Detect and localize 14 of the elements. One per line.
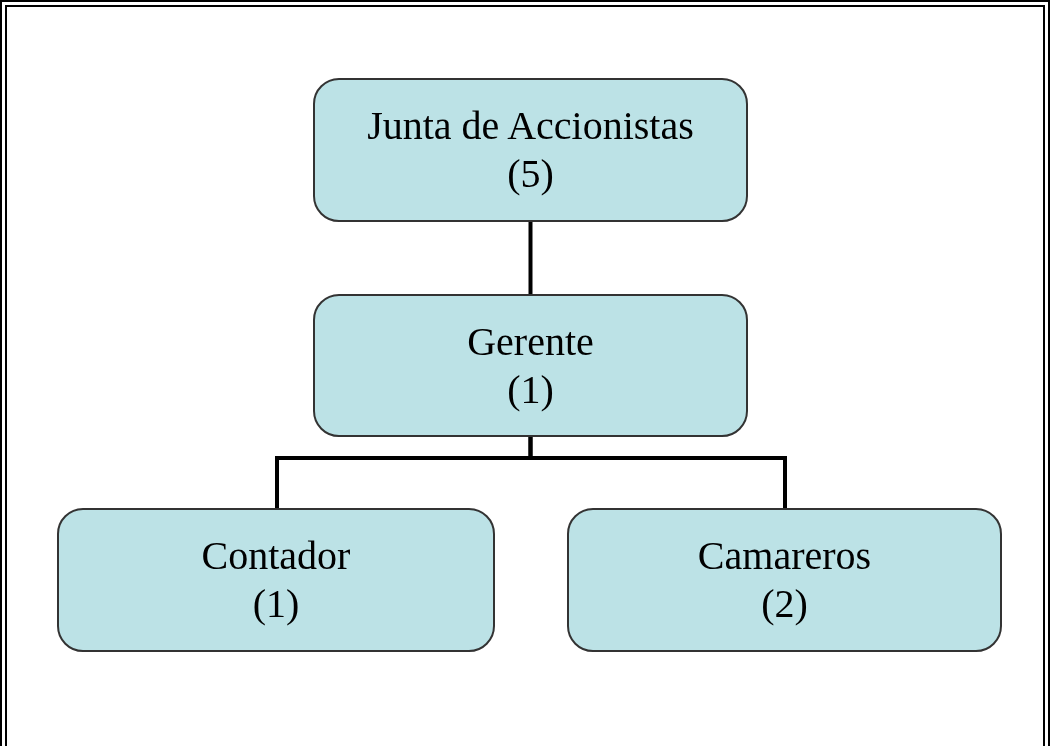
- position-title: Junta de Accionistas: [367, 102, 694, 150]
- position-title: Camareros: [697, 532, 872, 580]
- position-box: [313, 78, 748, 222]
- staff-count: (1): [252, 580, 300, 628]
- position-box: [567, 508, 1002, 652]
- position-box: [57, 508, 495, 652]
- connector-line: [528, 222, 533, 294]
- position-title: Contador: [201, 532, 351, 580]
- staff-count: (2): [761, 580, 808, 628]
- staff-count: (5): [507, 150, 554, 198]
- connector-line: [528, 437, 787, 508]
- position-box: [313, 294, 748, 437]
- staff-count: (1): [507, 365, 554, 414]
- position-title: Gerente: [467, 317, 594, 366]
